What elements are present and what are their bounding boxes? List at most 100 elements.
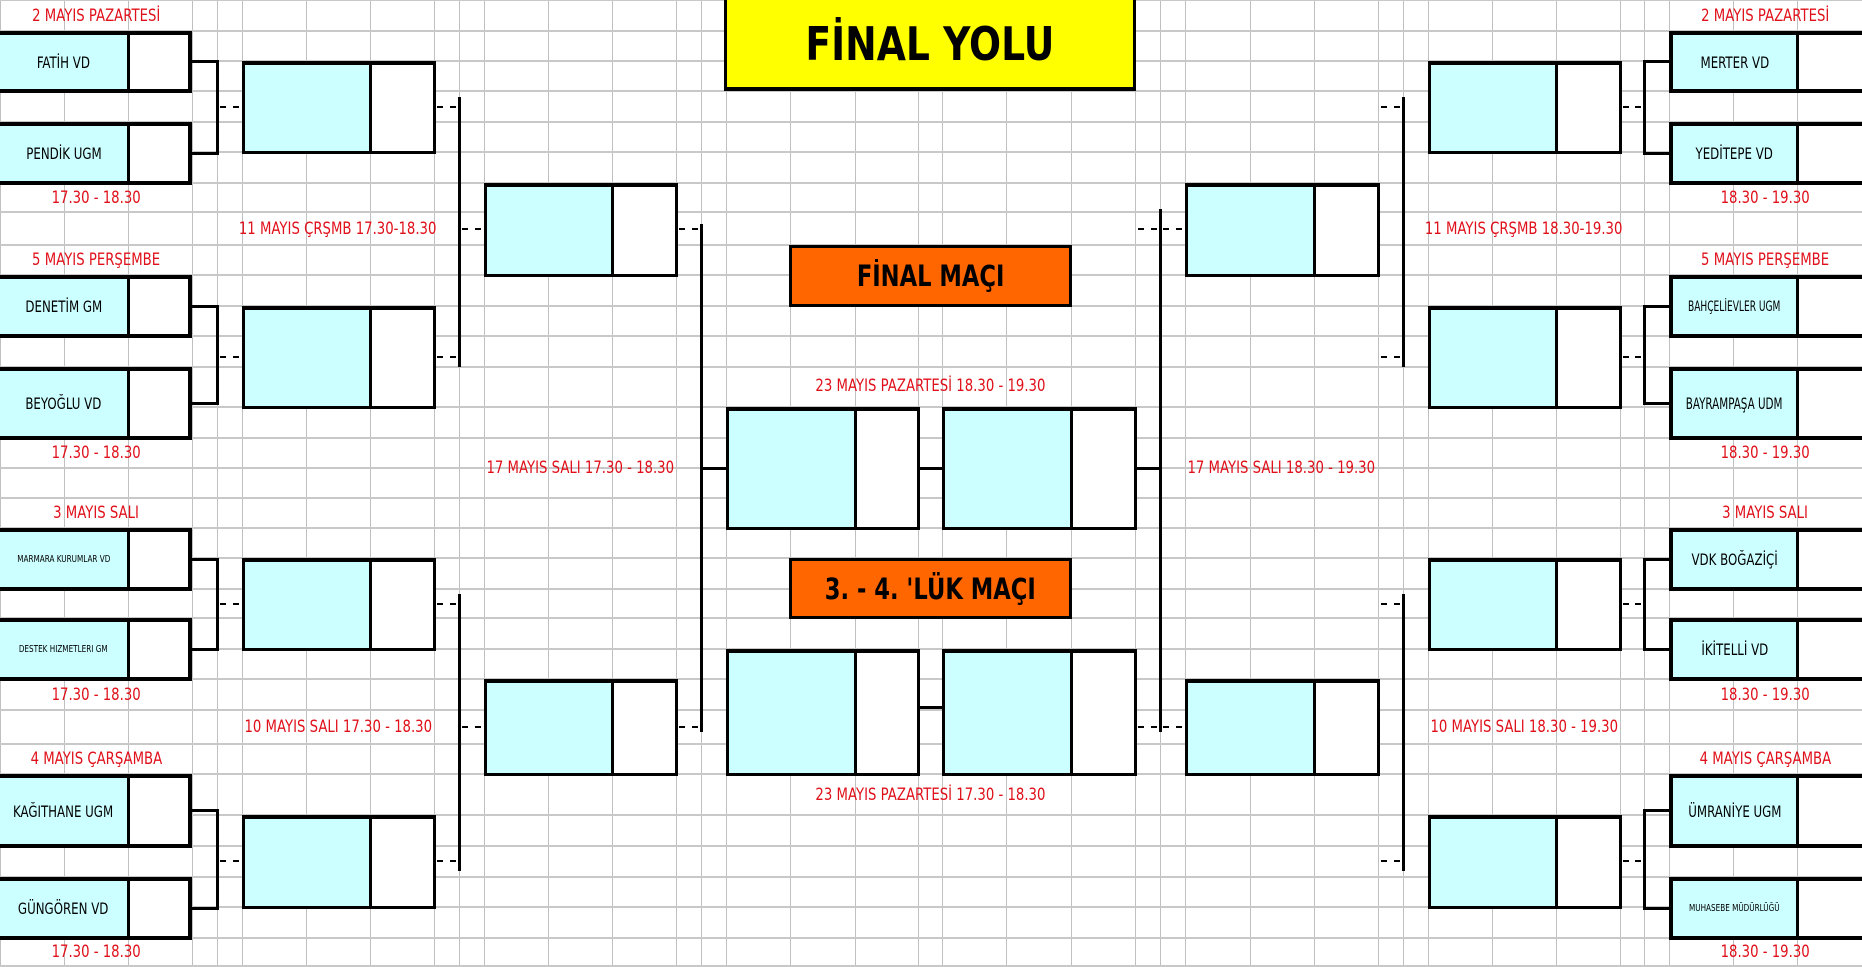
right-round2-score-slot[interactable] xyxy=(1558,558,1622,651)
team-cell[interactable]: BAYRAMPAŞA UDM xyxy=(1669,367,1799,440)
title-banner[interactable]: FİNAL YOLU xyxy=(724,0,1136,91)
score-cell[interactable] xyxy=(130,367,192,440)
left-round2-score-slot[interactable] xyxy=(372,306,436,409)
bracket-connector xyxy=(1643,305,1646,405)
right-quarterfinal-team-slot[interactable] xyxy=(1185,183,1316,277)
left-round2-team-slot[interactable] xyxy=(242,558,372,651)
left-round2-team-slot[interactable] xyxy=(242,815,372,909)
score-cell[interactable] xyxy=(130,275,192,338)
score-cell[interactable] xyxy=(130,618,192,681)
third-place-schedule[interactable]: 23 MAYIS PAZARTESİ 17.30 - 18.30 xyxy=(726,774,1135,815)
team-cell[interactable]: BEYOĞLU VD xyxy=(0,367,130,440)
match-time[interactable]: 18.30 - 19.30 xyxy=(1669,183,1862,212)
score-cell[interactable] xyxy=(1799,122,1862,185)
bracket-connector xyxy=(216,60,219,155)
gridline-horizontal xyxy=(0,906,1862,908)
left-round2-score-slot[interactable] xyxy=(372,815,436,909)
third-place-header[interactable]: 3. - 4. 'LÜK MAÇI xyxy=(789,558,1072,619)
team-cell[interactable]: YEDİTEPE VD xyxy=(1669,122,1799,185)
match-date[interactable]: 4 MAYIS ÇARŞAMBA xyxy=(1669,744,1862,774)
score-cell[interactable] xyxy=(1799,618,1862,681)
score-cell[interactable] xyxy=(1799,275,1862,338)
right-quarterfinal-score-slot[interactable] xyxy=(1316,679,1380,776)
third-place-right-team-slot[interactable] xyxy=(942,649,1073,776)
match-time[interactable]: 17.30 - 18.30 xyxy=(0,679,192,710)
final-left-team-slot[interactable] xyxy=(726,407,857,530)
final-schedule-text: 23 MAYIS PAZARTESİ 18.30 - 19.30 xyxy=(815,376,1046,396)
match-time[interactable]: 18.30 - 19.30 xyxy=(1669,679,1862,710)
team-cell[interactable]: DENETİM GM xyxy=(0,275,130,338)
team-cell[interactable]: FATİH VD xyxy=(0,31,130,93)
team-cell[interactable]: ÜMRANİYE UGM xyxy=(1669,774,1799,848)
match-time[interactable]: 17.30 - 18.30 xyxy=(0,438,192,468)
team-cell[interactable]: PENDİK UGM xyxy=(0,122,130,185)
match-time-text: 17.30 - 18.30 xyxy=(51,187,141,208)
left-round2-team-slot[interactable] xyxy=(242,306,372,409)
team-cell[interactable]: BAHÇELİEVLER UGM xyxy=(1669,275,1799,338)
score-cell[interactable] xyxy=(130,774,192,848)
final-right-team-slot[interactable] xyxy=(942,407,1073,530)
score-cell[interactable] xyxy=(130,877,192,940)
left-quarterfinal-score-slot[interactable] xyxy=(614,679,678,776)
match-time[interactable]: 17.30 - 18.30 xyxy=(0,183,192,212)
match-time[interactable]: 18.30 - 19.30 xyxy=(1669,938,1862,966)
score-cell[interactable] xyxy=(130,528,192,591)
team-cell[interactable]: MARMARA KURUMLAR VD xyxy=(0,528,130,591)
right-quarterfinal-score-slot[interactable] xyxy=(1316,183,1380,277)
right-round2-team-slot[interactable] xyxy=(1428,558,1558,651)
left-semifinal-label[interactable]: 17 MAYIS SALI 17.30 - 18.30 xyxy=(484,453,676,483)
right-round2-label[interactable]: 10 MAYIS SALI 18.30 - 19.30 xyxy=(1428,710,1620,744)
left-round2-team-slot[interactable] xyxy=(242,61,372,154)
match-date[interactable]: 4 MAYIS ÇARŞAMBA xyxy=(0,744,192,774)
match-time[interactable]: 17.30 - 18.30 xyxy=(0,938,192,966)
team-name: BAHÇELİEVLER UGM xyxy=(1688,298,1781,315)
score-cell[interactable] xyxy=(1799,774,1862,848)
final-header[interactable]: FİNAL MAÇI xyxy=(789,245,1072,307)
team-cell[interactable]: MUHASEBE MÜDÜRLÜĞÜ xyxy=(1669,877,1799,940)
score-cell[interactable] xyxy=(1799,877,1862,940)
score-cell[interactable] xyxy=(1799,367,1862,440)
left-round2-label[interactable]: 11 MAYIS ÇRŞMB 17.30-18.30 xyxy=(239,212,437,245)
team-cell[interactable]: İKİTELLİ VD xyxy=(1669,618,1799,681)
score-cell[interactable] xyxy=(130,122,192,185)
right-round2-team-slot[interactable] xyxy=(1428,306,1558,409)
score-cell[interactable] xyxy=(1799,31,1862,93)
left-quarterfinal-team-slot[interactable] xyxy=(484,679,614,776)
team-cell[interactable]: VDK BOĞAZİÇİ xyxy=(1669,528,1799,591)
left-quarterfinal-score-slot[interactable] xyxy=(614,183,678,277)
right-round2-team-slot[interactable] xyxy=(1428,61,1558,154)
match-date[interactable]: 5 MAYIS PERŞEMBE xyxy=(0,245,192,275)
left-round2-score-slot[interactable] xyxy=(372,558,436,651)
team-cell[interactable]: GÜNGÖREN VD xyxy=(0,877,130,940)
score-cell[interactable] xyxy=(1799,528,1862,591)
match-time-text: 17.30 - 18.30 xyxy=(51,684,141,705)
team-cell[interactable]: MERTER VD xyxy=(1669,31,1799,93)
right-semifinal-label[interactable]: 17 MAYIS SALI 18.30 - 19.30 xyxy=(1185,453,1378,483)
match-date[interactable]: 2 MAYIS PAZARTESİ xyxy=(1669,0,1862,31)
right-round2-score-slot[interactable] xyxy=(1558,815,1622,909)
gridline-vertical xyxy=(434,0,435,966)
third-place-left-team-slot[interactable] xyxy=(726,649,857,776)
left-quarterfinal-team-slot[interactable] xyxy=(484,183,614,277)
right-round2-score-slot[interactable] xyxy=(1558,61,1622,154)
third-place-right-score-slot[interactable] xyxy=(1073,649,1137,776)
team-cell[interactable]: KAĞITHANE UGM xyxy=(0,774,130,848)
right-round2-label[interactable]: 11 MAYIS ÇRŞMB 18.30-19.30 xyxy=(1425,212,1623,245)
left-round2-score-slot[interactable] xyxy=(372,61,436,154)
right-round2-team-slot[interactable] xyxy=(1428,815,1558,909)
right-round2-score-slot[interactable] xyxy=(1558,306,1622,409)
score-cell[interactable] xyxy=(130,31,192,93)
match-date[interactable]: 2 MAYIS PAZARTESİ xyxy=(0,0,192,31)
third-place-left-score-slot[interactable] xyxy=(857,649,920,776)
match-date[interactable]: 3 MAYIS SALI xyxy=(1669,498,1862,528)
team-cell[interactable]: DESTEK HİZMETLERİ GM xyxy=(0,618,130,681)
left-round2-label[interactable]: 10 MAYIS SALI 17.30 - 18.30 xyxy=(242,710,434,744)
right-quarterfinal-team-slot[interactable] xyxy=(1185,679,1316,776)
match-date[interactable]: 5 MAYIS PERŞEMBE xyxy=(1669,245,1862,275)
match-date[interactable]: 3 MAYIS SALI xyxy=(0,498,192,528)
gridline-horizontal xyxy=(0,678,1862,680)
final-schedule[interactable]: 23 MAYIS PAZARTESİ 18.30 - 19.30 xyxy=(726,365,1135,407)
final-left-score-slot[interactable] xyxy=(857,407,920,530)
match-time[interactable]: 18.30 - 19.30 xyxy=(1669,438,1862,468)
final-right-score-slot[interactable] xyxy=(1073,407,1137,530)
